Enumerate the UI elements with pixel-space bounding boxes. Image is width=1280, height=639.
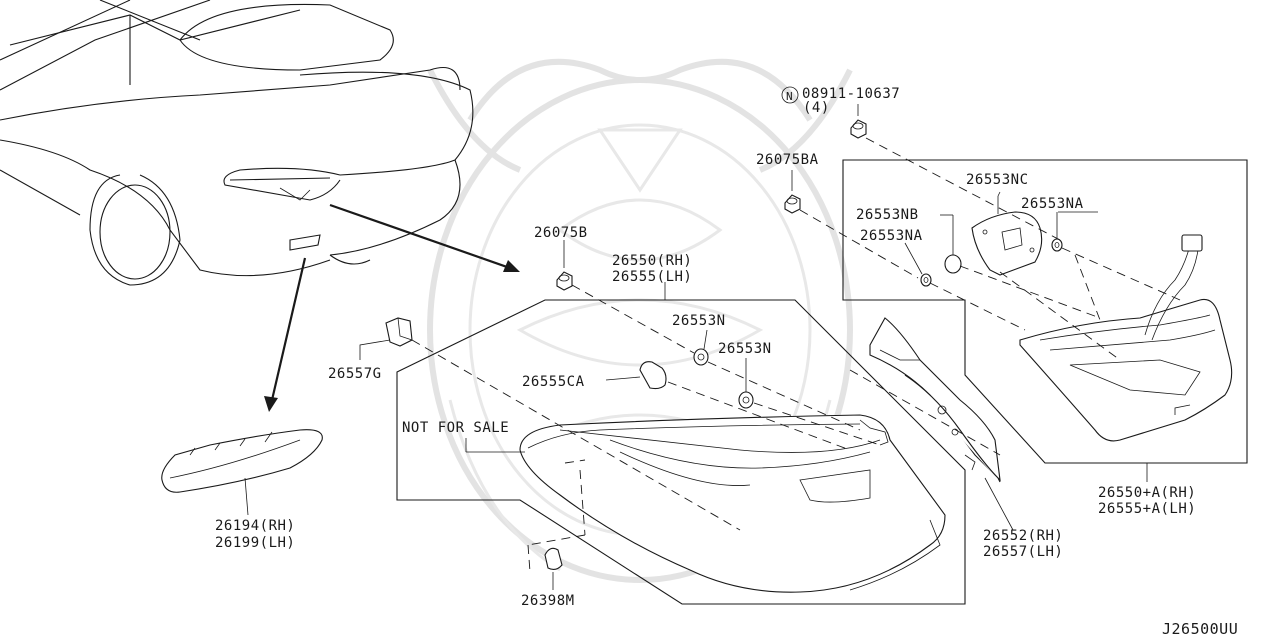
- seal-26553N-b: [738, 358, 754, 409]
- label-26553NA-upper: 26553NA: [1021, 196, 1084, 212]
- label-08911-10637: 08911-10637: [802, 86, 900, 102]
- label-26555-lh: 26555(LH): [612, 269, 692, 285]
- seal-26553NA-lower: [904, 242, 932, 287]
- label-26553N-b: 26553N: [718, 341, 772, 357]
- part-labels: N 08911-10637 (4) 26075BA 26075B 26553NC…: [215, 86, 1238, 638]
- socket-26398M: [544, 547, 563, 590]
- lamp-finisher-part: [869, 317, 1014, 531]
- fasteners: [359, 104, 1063, 590]
- screw-08911: [850, 104, 867, 139]
- label-26553NA-lower: 26553NA: [860, 228, 923, 244]
- n-symbol-circle: [781, 86, 799, 104]
- bulb-26555CA: [605, 361, 667, 390]
- label-26550-rh: 26550(RH): [612, 253, 692, 269]
- n-symbol: N: [786, 90, 793, 103]
- assembly-guide-lines: [411, 137, 1181, 573]
- not-for-sale-label: NOT FOR SALE: [402, 420, 509, 436]
- label-screw-qty: (4): [803, 100, 830, 116]
- vehicle-rear-illustration: [0, 0, 474, 286]
- tail-lamp-assembly-frame: [396, 282, 966, 605]
- rear-reflector-part: [161, 429, 323, 516]
- label-26553NC: 26553NC: [966, 172, 1029, 188]
- label-26555A-lh: 26555+A(LH): [1098, 501, 1196, 517]
- tail-lamp-body: [519, 414, 946, 593]
- label-26552-rh: 26552(RH): [983, 528, 1063, 544]
- label-26557G: 26557G: [328, 366, 382, 382]
- seal-26553NA-upper: [1051, 212, 1063, 252]
- seal-26553NB: [940, 214, 962, 274]
- label-26194-rh: 26194(RH): [215, 518, 295, 534]
- inner-lamp-body: [1019, 234, 1233, 442]
- label-26557-lh: 26557(LH): [983, 544, 1063, 560]
- label-26398M: 26398M: [521, 593, 575, 609]
- label-26550A-rh: 26550+A(RH): [1098, 485, 1196, 501]
- label-leaders: [465, 211, 1098, 453]
- label-26075BA: 26075BA: [756, 152, 819, 168]
- nut-26075BA: [784, 170, 801, 214]
- socket-26557G: [359, 317, 413, 360]
- inner-lamp-assembly-frame: [842, 159, 1248, 482]
- label-26199-lh: 26199(LH): [215, 535, 295, 551]
- bracket-part: [971, 191, 1043, 276]
- label-26553NB: 26553NB: [856, 207, 919, 223]
- label-26555CA: 26555CA: [522, 374, 585, 390]
- label-26553N-a: 26553N: [672, 313, 726, 329]
- nut-26075B: [556, 240, 573, 291]
- label-26075B: 26075B: [534, 225, 588, 241]
- diagram-id: J26500UU: [1162, 620, 1238, 638]
- seal-26553N-a: [693, 329, 709, 366]
- leader-arrows: [264, 203, 520, 412]
